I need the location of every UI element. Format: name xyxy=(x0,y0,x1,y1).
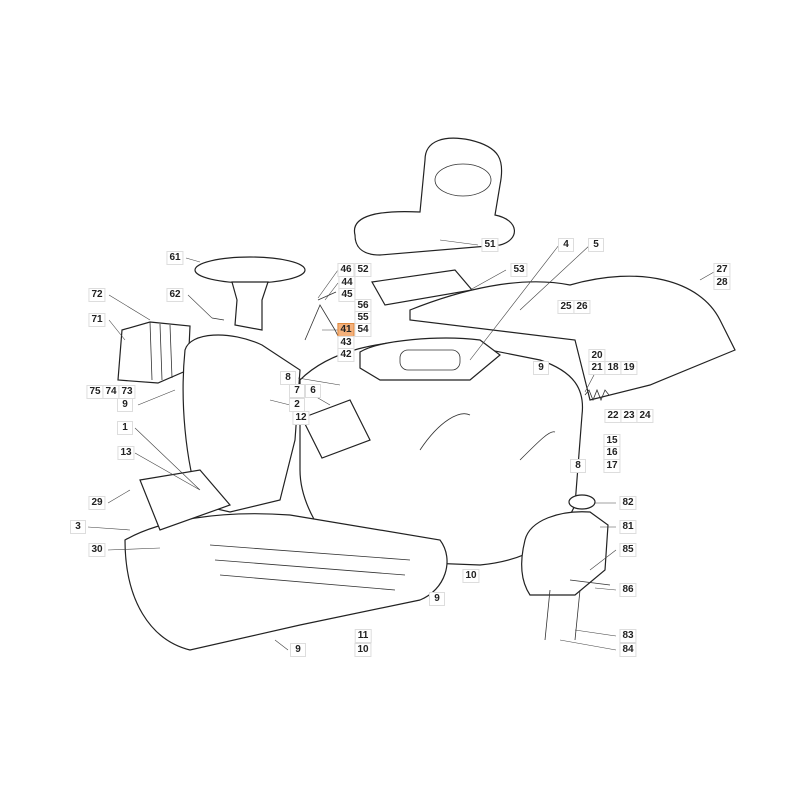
callout-71[interactable]: 71 xyxy=(88,313,106,327)
fuel-cap xyxy=(568,494,596,510)
callout-72[interactable]: 72 xyxy=(88,288,106,302)
callout-1[interactable]: 1 xyxy=(117,421,133,435)
fuel-tank xyxy=(521,511,609,596)
body-contours xyxy=(419,413,556,461)
callout-45[interactable]: 45 xyxy=(338,288,356,302)
callout-5[interactable]: 5 xyxy=(588,238,604,252)
callout-9[interactable]: 9 xyxy=(117,398,133,412)
callout-16[interactable]: 16 xyxy=(603,446,621,460)
battery-lid xyxy=(301,399,371,459)
callout-75[interactable]: 75 xyxy=(86,385,104,399)
callout-26[interactable]: 26 xyxy=(573,300,591,314)
floor-footrest xyxy=(124,513,448,651)
callout-86[interactable]: 86 xyxy=(619,583,637,597)
callout-25[interactable]: 25 xyxy=(557,300,575,314)
steering-wheel xyxy=(194,256,306,284)
callout-10[interactable]: 10 xyxy=(354,643,372,657)
callout-23[interactable]: 23 xyxy=(620,409,638,423)
callout-11[interactable]: 11 xyxy=(354,629,372,643)
battery-ribs xyxy=(149,321,173,381)
callout-6[interactable]: 6 xyxy=(305,384,321,398)
seat-handle-hole xyxy=(434,163,492,197)
callout-7[interactable]: 7 xyxy=(289,384,305,398)
callout-28[interactable]: 28 xyxy=(713,276,731,290)
battery xyxy=(117,321,191,384)
callout-27[interactable]: 27 xyxy=(713,263,731,277)
callout-17[interactable]: 17 xyxy=(603,459,621,473)
spring xyxy=(584,388,610,402)
callout-9[interactable]: 9 xyxy=(533,361,549,375)
callout-74[interactable]: 74 xyxy=(102,385,120,399)
callout-30[interactable]: 30 xyxy=(88,543,106,557)
callout-82[interactable]: 82 xyxy=(619,496,637,510)
rear-hood-cover xyxy=(409,275,736,401)
callout-83[interactable]: 83 xyxy=(619,629,637,643)
callout-54[interactable]: 54 xyxy=(354,323,372,337)
callout-3[interactable]: 3 xyxy=(70,520,86,534)
callout-22[interactable]: 22 xyxy=(604,409,622,423)
dashboard-console xyxy=(182,334,301,513)
seat-pan xyxy=(359,337,501,381)
callout-13[interactable]: 13 xyxy=(117,446,135,460)
callout-46[interactable]: 46 xyxy=(337,263,355,277)
callout-2[interactable]: 2 xyxy=(289,398,305,412)
callout-62[interactable]: 62 xyxy=(166,288,184,302)
callout-42[interactable]: 42 xyxy=(337,348,355,362)
callout-61[interactable]: 61 xyxy=(166,251,184,265)
callout-29[interactable]: 29 xyxy=(88,496,106,510)
callout-9[interactable]: 9 xyxy=(290,643,306,657)
callout-8[interactable]: 8 xyxy=(570,459,586,473)
callout-41-highlighted[interactable]: 41 xyxy=(337,323,355,337)
floor-grooves xyxy=(209,544,411,591)
callout-12[interactable]: 12 xyxy=(292,411,310,425)
callout-52[interactable]: 52 xyxy=(354,263,372,277)
tank-rods xyxy=(544,589,581,641)
pan-opening xyxy=(399,349,461,371)
tank-bracket xyxy=(569,579,611,586)
callout-53[interactable]: 53 xyxy=(510,263,528,277)
seat xyxy=(353,137,515,256)
callout-10[interactable]: 10 xyxy=(462,569,480,583)
callout-84[interactable]: 84 xyxy=(619,643,637,657)
callout-24[interactable]: 24 xyxy=(636,409,654,423)
pin xyxy=(211,317,225,321)
callout-51[interactable]: 51 xyxy=(481,238,499,252)
callout-18[interactable]: 18 xyxy=(604,361,622,375)
callout-4[interactable]: 4 xyxy=(558,238,574,252)
callout-8[interactable]: 8 xyxy=(280,371,296,385)
steering-column xyxy=(231,281,269,331)
callout-9[interactable]: 9 xyxy=(429,592,445,606)
front-panel xyxy=(139,469,232,531)
callout-21[interactable]: 21 xyxy=(588,361,606,375)
callout-19[interactable]: 19 xyxy=(620,361,638,375)
callout-73[interactable]: 73 xyxy=(118,385,136,399)
callout-81[interactable]: 81 xyxy=(619,520,637,534)
callout-85[interactable]: 85 xyxy=(619,543,637,557)
